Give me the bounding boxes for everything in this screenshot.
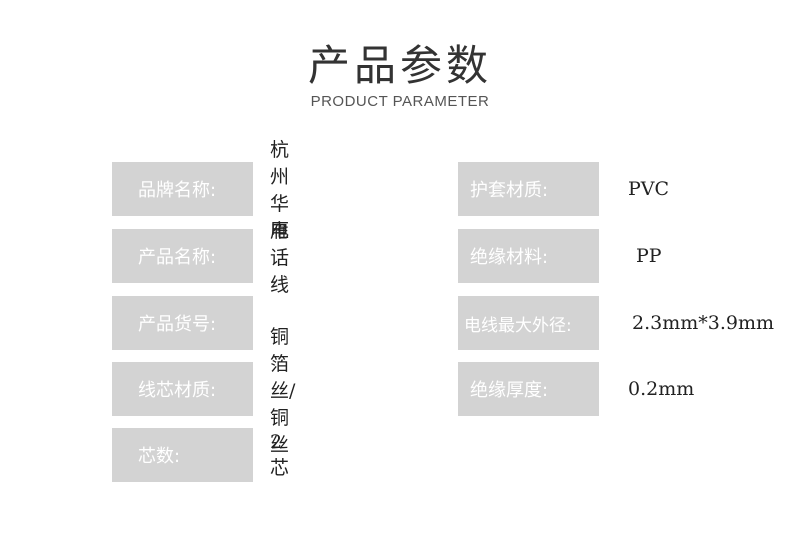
param-value: 电话线 xyxy=(270,219,290,296)
param-value: 2.3mm*3.9mm xyxy=(632,312,774,334)
param-value: 铜箔丝/铜丝 xyxy=(270,325,296,456)
param-value: 杭州华雁 xyxy=(270,139,290,242)
param-label: 电线最大外径: xyxy=(458,296,599,350)
param-label: 品牌名称: xyxy=(112,162,253,216)
param-value: 2芯 xyxy=(270,430,290,479)
param-label: 绝缘材料: xyxy=(458,229,599,283)
param-value: 0.2mm xyxy=(628,378,695,400)
page-title: 产品参数 xyxy=(307,41,492,90)
param-label: 产品名称: xyxy=(112,229,253,283)
param-label: 绝缘厚度: xyxy=(458,362,599,416)
param-value: PP xyxy=(636,245,662,267)
param-label: 护套材质: xyxy=(458,162,599,216)
param-label: 线芯材质: xyxy=(112,362,253,416)
param-value: PVC xyxy=(628,178,670,200)
page-subtitle: PRODUCT PARAMETER xyxy=(310,93,490,110)
param-label: 芯数: xyxy=(112,428,253,482)
param-label: 产品货号: xyxy=(112,296,253,350)
